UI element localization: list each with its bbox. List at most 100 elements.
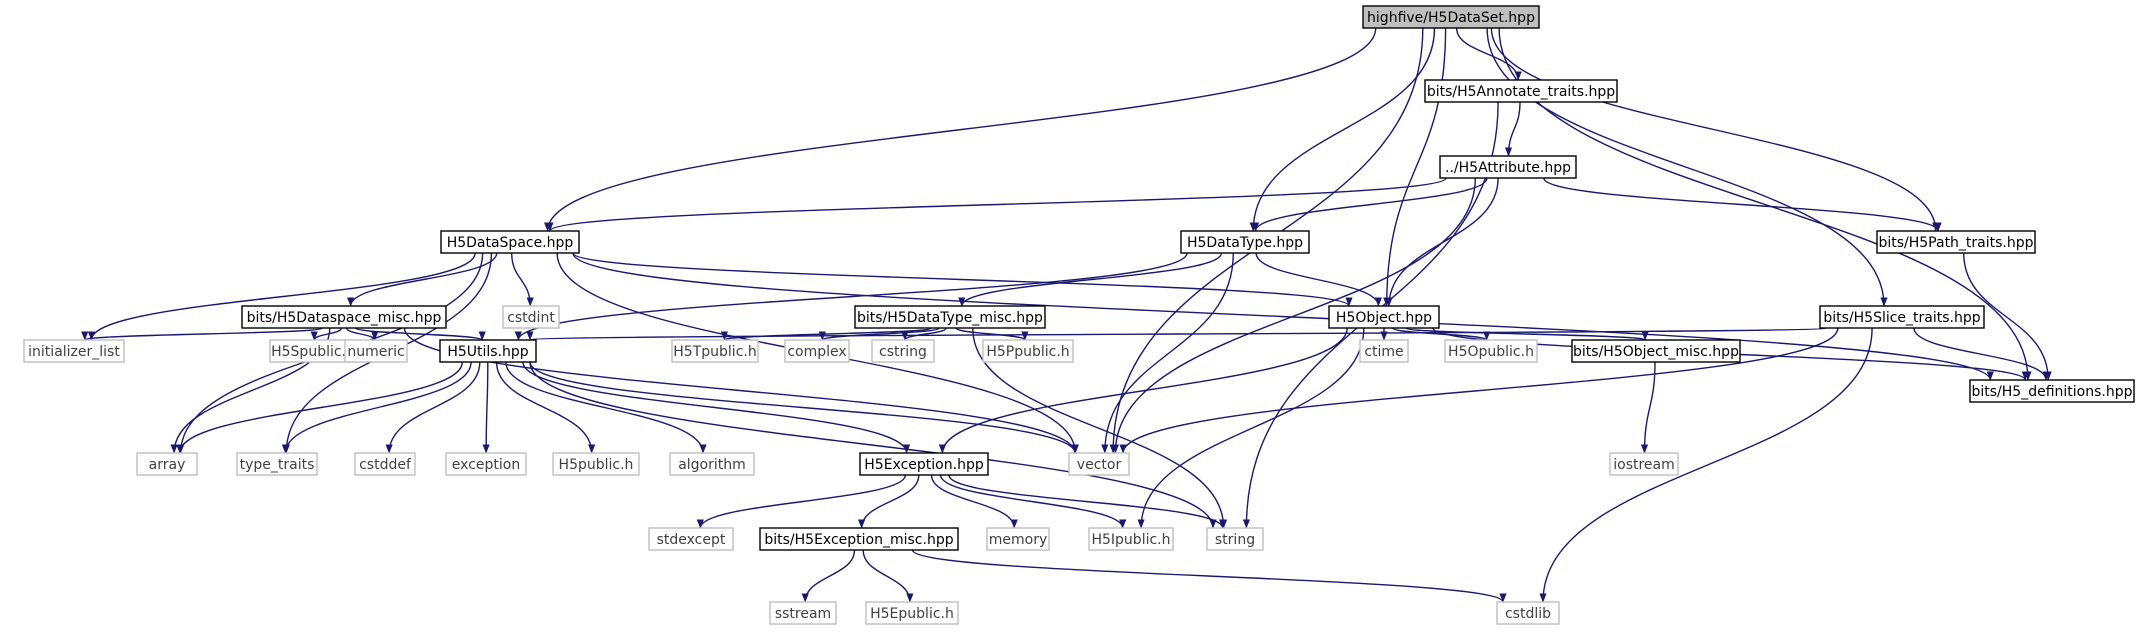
edge-slice-to-vector [1119,327,1839,454]
node-dspace-misc[interactable]: bits/H5Dataspace_misc.hpp [241,305,447,329]
edge-line [1111,177,1476,454]
node-stdexcept: stdexcept [648,527,734,551]
edge-line [522,361,911,454]
edge-exc_misc-to-cstdlib [911,549,1507,603]
node-box [136,452,198,476]
node-h5tpublic: H5Tpublic.h [671,339,759,363]
edge-utils-to-array [176,361,463,454]
node-annotate[interactable]: bits/H5Annotate_traits.hpp [1424,79,1618,103]
node-path[interactable]: bits/H5Path_traits.hpp [1876,230,2036,254]
node-box [1362,5,1540,29]
node-label: numeric [347,344,404,360]
edge-utils-to-exception [482,361,490,454]
edge-line [1119,327,1839,454]
node-h5public: H5public.h [552,452,640,476]
node-label: exception [452,457,520,473]
node-box [784,339,850,363]
edge-annotate-to-attribute [1504,101,1521,157]
edge-root-to-annotate [1455,27,1522,81]
node-obj-misc[interactable]: bits/H5Object_misc.hpp [1571,339,1741,363]
edge-line [528,327,1827,341]
node-label: H5Ppublic.h [986,344,1069,360]
edge-utils-to-type_traits [281,361,472,454]
node-object[interactable]: H5Object.hpp [1328,305,1440,329]
node-datatype[interactable]: H5DataType.hpp [1180,230,1310,254]
node-box [502,305,560,329]
edge-line [1383,27,1447,307]
edge-line [858,474,920,529]
node-dataspace[interactable]: H5DataSpace.hpp [440,230,580,254]
node-array: array [136,452,198,476]
node-label: array [149,457,186,473]
edge-h5exception-to-h5ipublic [939,474,1127,529]
node-label: cstdint [507,310,555,326]
node-box [769,601,837,625]
edge-line [1391,327,1491,341]
edge-root-to-object [1383,27,1447,307]
node-exc-misc[interactable]: bits/H5Exception_misc.hpp [759,527,959,551]
node-complex: complex [784,339,850,363]
node-cstring: cstring [871,339,935,363]
node-box [1571,339,1741,363]
node-box [439,339,537,363]
edge-line [176,361,463,454]
edge-exc_misc-to-h5epublic [862,549,914,603]
node-label: H5Object.hpp [1336,310,1432,326]
node-slice[interactable]: bits/H5Slice_traits.hpp [1819,305,1985,329]
node-defs[interactable]: bits/H5_definitions.hpp [1969,379,2135,403]
edge-line [482,361,490,454]
node-initlist: initializer_list [23,339,125,363]
node-box [759,527,959,551]
node-label: sstream [775,606,831,622]
edge-line [862,549,914,603]
edge-attribute-to-dataspace [546,177,1447,232]
node-label: cstddef [359,457,412,473]
edge-line [1490,27,1940,232]
edge-line [495,361,596,454]
node-h5epublic: H5Epublic.h [865,601,959,625]
node-utils[interactable]: H5Utils.hpp [439,339,537,363]
edge-line [81,327,324,341]
node-h5ppublic: H5Ppublic.h [982,339,1074,363]
node-h5opublic: H5Opublic.h [1444,339,1538,363]
edge-line [1251,177,1488,232]
edge-line [505,361,707,454]
node-cstdlib: cstdlib [1496,601,1560,625]
edge-datatype-to-vector [1101,252,1234,454]
node-label: bits/H5Exception_misc.hpp [764,532,953,548]
edge-dtype_misc-to-h5ppublic [955,327,1029,341]
node-box [23,339,125,363]
edge-utils-to-algorithm [505,361,707,454]
node-label: bits/H5Object_misc.hpp [1573,344,1739,360]
edge-line [529,361,1079,454]
edge-line [1101,252,1234,454]
node-cstddef: cstddef [354,452,416,476]
edge-utils-to-cstddef [385,361,481,454]
node-h5exception[interactable]: H5Exception.hpp [859,452,989,476]
node-attribute[interactable]: ../H5Attribute.hpp [1439,155,1577,179]
edge-dtype_misc-to-string [972,327,1228,529]
edge-root-to-path [1490,27,1940,232]
edges-layer [81,27,2052,603]
edge-line [511,252,534,307]
edge-line [1963,252,2052,381]
edge-dtype_misc-to-cstring [901,327,947,341]
edge-h5exception-to-memory [930,474,1018,529]
edge-line [385,361,481,454]
node-label: H5Spublic.h [271,344,355,360]
node-box [1819,305,1985,329]
node-type-traits: type_traits [236,452,318,476]
edge-line [938,327,1348,454]
node-label: ctime [1364,344,1403,360]
edge-path-to-defs [1963,252,2052,381]
edge-line [958,252,1223,307]
node-box [1206,527,1264,551]
node-label: H5Ipublic.h [1091,532,1170,548]
node-box [854,305,1046,329]
node-ctime: ctime [1359,339,1409,363]
edge-object-to-h5exception [938,327,1348,454]
node-box [671,339,759,363]
node-label: bits/H5Annotate_traits.hpp [1427,84,1615,100]
node-dtype-misc[interactable]: bits/H5DataType_misc.hpp [854,305,1046,329]
